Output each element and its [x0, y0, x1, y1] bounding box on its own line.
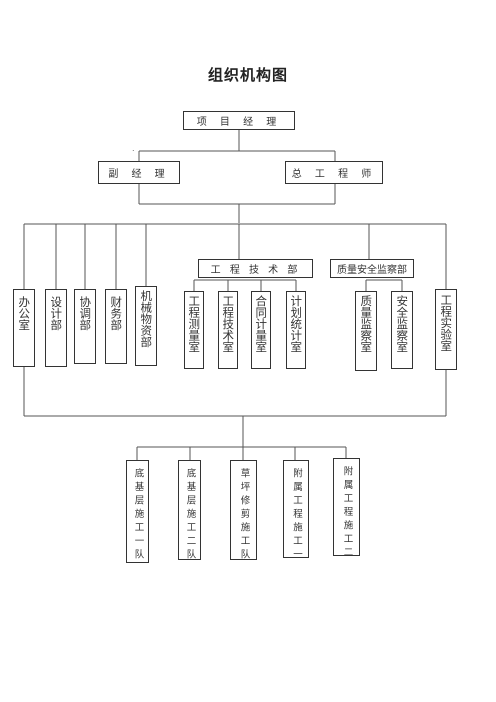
- room-safety-label: 安全监察室: [395, 295, 410, 353]
- dept-design: 设计部: [45, 289, 67, 367]
- node-project-manager-label: 项 目 经 理: [196, 117, 282, 128]
- team-subbase-1: 底基层施工一队: [126, 460, 149, 563]
- room-survey: 工程测量室: [184, 291, 204, 369]
- room-contract: 合同计量室: [251, 291, 271, 369]
- dept-design-label: 设计部: [49, 296, 64, 331]
- node-deputy-manager: 副 经 理: [98, 161, 180, 184]
- team-auxiliary-2: 附属工程施工二: [333, 458, 360, 561]
- node-project-manager: 项 目 经 理: [183, 111, 295, 130]
- chart-title: 组织机构图: [207, 66, 288, 84]
- room-lab-label: 工程实验室: [439, 294, 454, 352]
- room-tech-label: 工程技术室: [221, 295, 236, 353]
- node-quality-safety-dept-label: 质量安全监察部: [337, 265, 407, 276]
- dept-machinery: 机械物资部: [135, 286, 157, 366]
- room-stats: 计划统计室: [286, 291, 306, 369]
- room-stats-label: 计划统计室: [289, 295, 304, 353]
- team-subbase-1-label: 底基层施工一队: [132, 468, 144, 563]
- dept-office: 办公室: [13, 289, 35, 367]
- stray-dot: .: [132, 144, 135, 153]
- node-chief-engineer: 总 工 程 师: [285, 161, 383, 184]
- room-tech: 工程技术室: [218, 291, 238, 369]
- node-quality-safety-dept: 质量安全监察部: [330, 259, 414, 278]
- room-lab: 工程实验室: [435, 289, 457, 370]
- node-engineering-tech-dept: 工 程 技 术 部: [198, 259, 313, 278]
- team-auxiliary-1: 附属工程施工一: [283, 460, 309, 563]
- dept-finance: 财务部: [105, 289, 127, 364]
- dept-machinery-label: 机械物资部: [139, 290, 154, 348]
- room-contract-label: 合同计量室: [254, 295, 269, 353]
- dept-finance-label: 财务部: [109, 296, 124, 331]
- team-lawn-label: 草坪修剪施工队: [238, 468, 250, 563]
- team-auxiliary-1-label: 附属工程施工一: [290, 468, 302, 563]
- team-subbase-2: 底基层施工二队: [178, 460, 201, 563]
- team-subbase-2-label: 底基层施工二队: [184, 468, 196, 563]
- room-quality: 质量监察室: [355, 291, 377, 371]
- node-engineering-tech-dept-label: 工 程 技 术 部: [210, 265, 301, 276]
- team-lawn: 草坪修剪施工队: [230, 460, 257, 563]
- room-survey-label: 工程测量室: [187, 295, 202, 353]
- dept-coordination-label: 协调部: [78, 296, 93, 331]
- node-chief-engineer-label: 总 工 程 师: [291, 169, 377, 180]
- room-safety: 安全监察室: [391, 291, 413, 369]
- team-auxiliary-2-label: 附属工程施工二: [341, 466, 353, 561]
- dept-coordination: 协调部: [74, 289, 96, 364]
- node-deputy-manager-label: 副 经 理: [108, 169, 170, 180]
- dept-office-label: 办公室: [17, 296, 32, 331]
- room-quality-label: 质量监察室: [359, 295, 374, 353]
